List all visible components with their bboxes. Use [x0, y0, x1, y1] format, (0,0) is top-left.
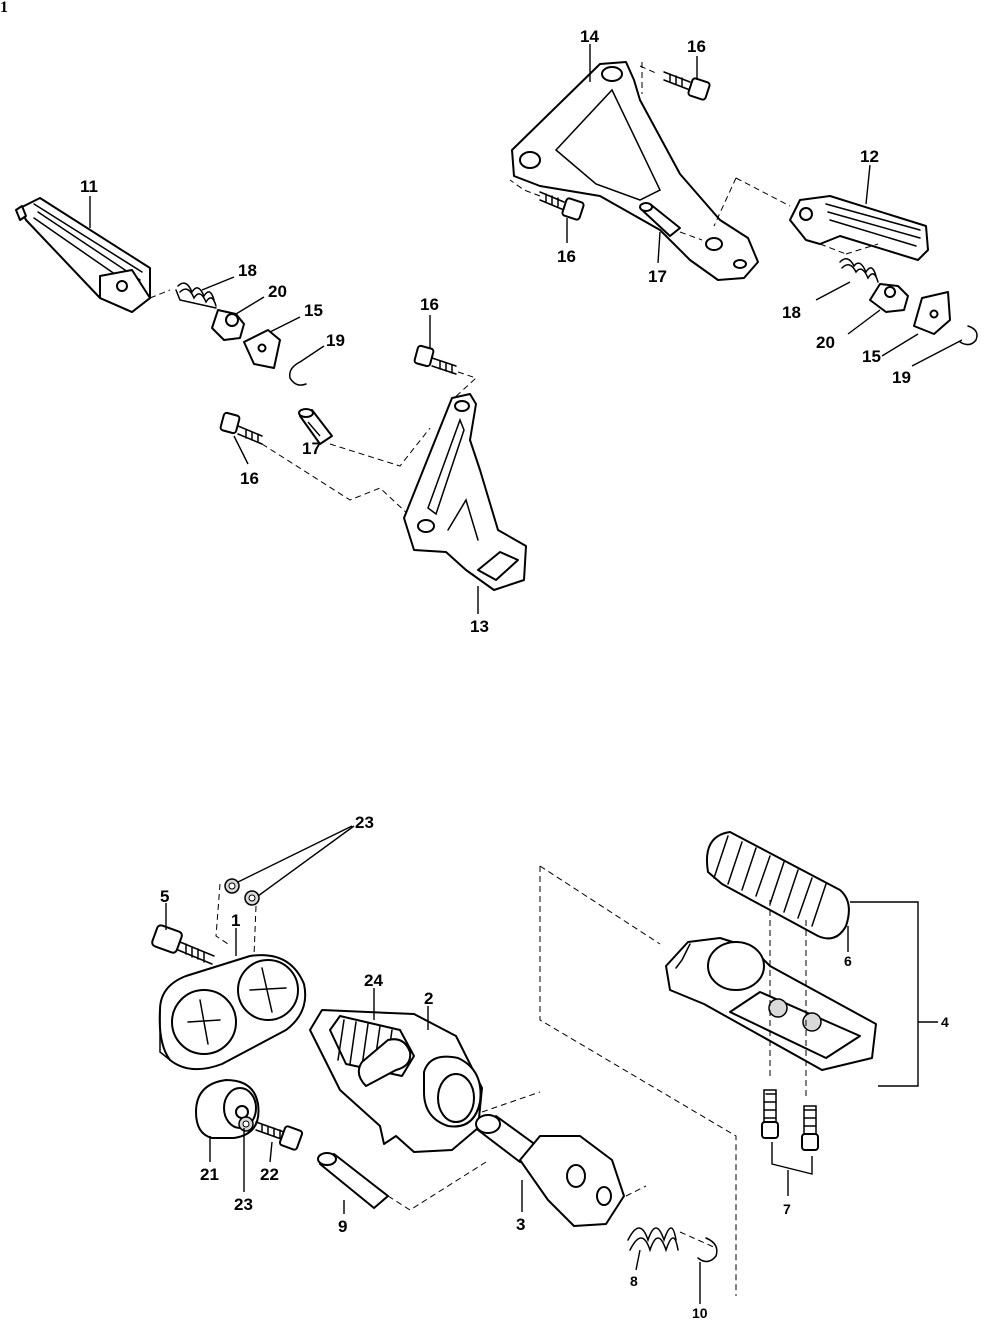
- label-23b: 23: [234, 1195, 253, 1214]
- washer-23c: [238, 1116, 254, 1132]
- footpeg-11: [15, 197, 151, 313]
- pin-17b: [639, 202, 681, 237]
- spring-8: [627, 1227, 679, 1253]
- upper-left-assembly: [15, 197, 527, 591]
- spring-18a: [175, 282, 217, 309]
- housing-4: [665, 937, 877, 1071]
- label-6: 6: [844, 953, 852, 969]
- rubber-24: [329, 1015, 415, 1087]
- label-9: 9: [338, 1217, 347, 1236]
- bolt-16a: [413, 344, 457, 375]
- label-13: 13: [470, 617, 489, 636]
- bolt-22: [255, 1121, 304, 1151]
- label-11: 11: [80, 177, 98, 196]
- label-16c: 16: [687, 37, 706, 56]
- label-24: 24: [364, 971, 383, 990]
- label-3: 3: [516, 1215, 525, 1234]
- clamp-1: [158, 954, 307, 1071]
- label-20b: 20: [816, 333, 835, 352]
- label-14: 14: [580, 27, 599, 46]
- label-16d: 16: [557, 247, 576, 266]
- label-19b: 19: [892, 368, 911, 387]
- bottom-assembly: [151, 831, 919, 1296]
- label-20a: 20: [268, 282, 287, 301]
- washer-23a: [224, 878, 240, 894]
- leader-lines: [89, 44, 963, 1304]
- label-17b: 17: [648, 267, 667, 286]
- clip-19a: [288, 361, 307, 386]
- clip-10: [697, 1237, 718, 1263]
- detent-20a: [211, 309, 245, 341]
- bolt-16d: [539, 191, 585, 221]
- label-15b: 15: [862, 347, 881, 366]
- label-18a: 18: [238, 261, 257, 280]
- label-16a: 16: [420, 295, 439, 314]
- bolt-7b: [801, 1105, 819, 1151]
- label-21: 21: [200, 1165, 219, 1184]
- pin-9: [317, 1152, 389, 1209]
- plate-15a: [243, 329, 281, 369]
- plate-15b: [913, 291, 951, 335]
- label-10: 10: [692, 1305, 708, 1321]
- clip-19b: [959, 325, 978, 346]
- label-12: 12: [860, 147, 879, 166]
- label-8: 8: [630, 1273, 638, 1289]
- corner-mark: 1: [0, 0, 8, 16]
- shaft-3: [475, 1114, 625, 1227]
- label-2: 2: [424, 989, 433, 1008]
- bolt-16b: [219, 411, 263, 445]
- label-23a: 23: [355, 813, 374, 832]
- label-16b: 16: [240, 469, 259, 488]
- label-5: 5: [160, 887, 169, 906]
- bolt-16c: [663, 71, 711, 101]
- bolt-5: [151, 924, 215, 965]
- pin-17a: [298, 408, 333, 445]
- label-22: 22: [260, 1165, 279, 1184]
- label-1: 1: [231, 911, 240, 930]
- label-15a: 15: [304, 301, 323, 320]
- bolt-7a: [761, 1089, 779, 1139]
- label-17a: 17: [302, 439, 321, 458]
- label-18b: 18: [782, 303, 801, 322]
- footpeg-12: [789, 195, 929, 261]
- bracket-14: [511, 61, 759, 281]
- upper-right-assembly: [509, 61, 978, 346]
- rubber-6: [706, 831, 850, 1100]
- label-19a: 19: [326, 331, 345, 350]
- callout-labels: 11 18 20 15 19 16 17 16 13 14 16 12 16 1…: [80, 27, 949, 1321]
- washer-23b: [244, 890, 260, 906]
- label-4: 4: [941, 1014, 949, 1030]
- label-7: 7: [783, 1201, 791, 1217]
- detent-20b: [869, 283, 909, 313]
- spring-18b: [839, 258, 879, 283]
- bracket-13: [403, 393, 527, 591]
